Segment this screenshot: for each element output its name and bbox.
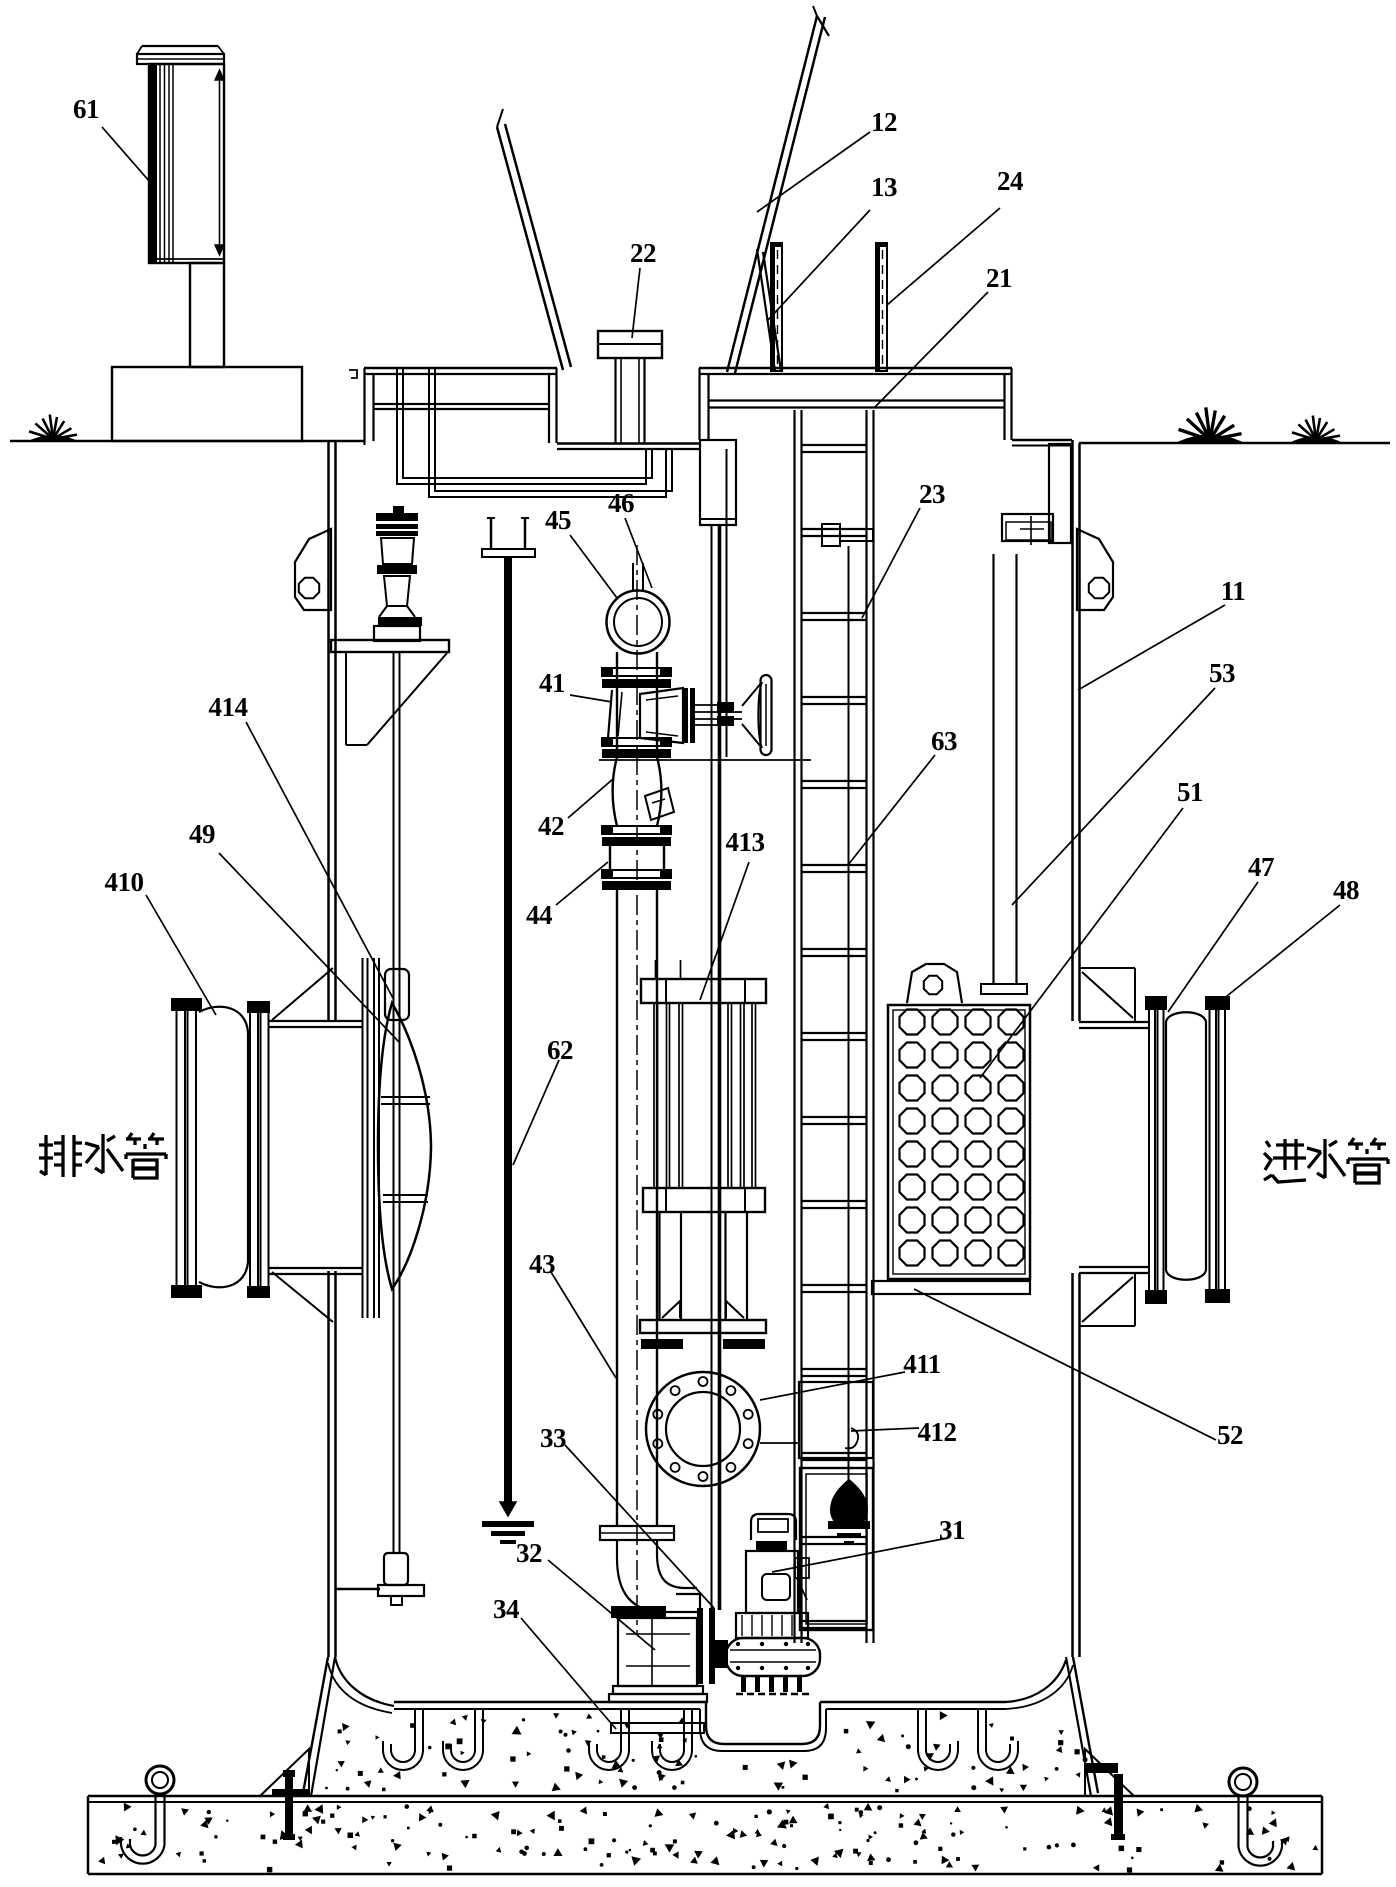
svg-text:53: 53 xyxy=(1209,658,1235,688)
svg-text:12: 12 xyxy=(871,107,897,137)
svg-text:22: 22 xyxy=(630,238,656,268)
svg-text:47: 47 xyxy=(1248,852,1274,882)
svg-text:45: 45 xyxy=(545,505,571,535)
svg-text:46: 46 xyxy=(608,488,634,518)
svg-text:52: 52 xyxy=(1217,1420,1243,1450)
svg-text:34: 34 xyxy=(493,1594,519,1624)
svg-text:410: 410 xyxy=(105,867,144,897)
svg-text:21: 21 xyxy=(986,263,1012,293)
svg-text:44: 44 xyxy=(526,900,552,930)
svg-text:51: 51 xyxy=(1177,777,1203,807)
svg-text:42: 42 xyxy=(538,811,564,841)
svg-text:11: 11 xyxy=(1221,576,1246,606)
svg-text:43: 43 xyxy=(529,1249,555,1279)
svg-text:31: 31 xyxy=(939,1515,965,1545)
svg-text:24: 24 xyxy=(997,166,1023,196)
svg-text:48: 48 xyxy=(1333,875,1359,905)
svg-text:413: 413 xyxy=(726,827,765,857)
svg-text:49: 49 xyxy=(189,819,215,849)
svg-text:41: 41 xyxy=(539,668,565,698)
svg-text:411: 411 xyxy=(903,1349,941,1379)
svg-text:62: 62 xyxy=(547,1035,573,1065)
svg-text:23: 23 xyxy=(919,479,945,509)
svg-text:32: 32 xyxy=(516,1538,542,1568)
svg-text:61: 61 xyxy=(73,94,99,124)
svg-text:414: 414 xyxy=(209,692,248,722)
svg-text:63: 63 xyxy=(931,726,957,756)
svg-text:33: 33 xyxy=(540,1423,566,1453)
svg-text:13: 13 xyxy=(871,172,897,202)
svg-text:412: 412 xyxy=(918,1417,957,1447)
